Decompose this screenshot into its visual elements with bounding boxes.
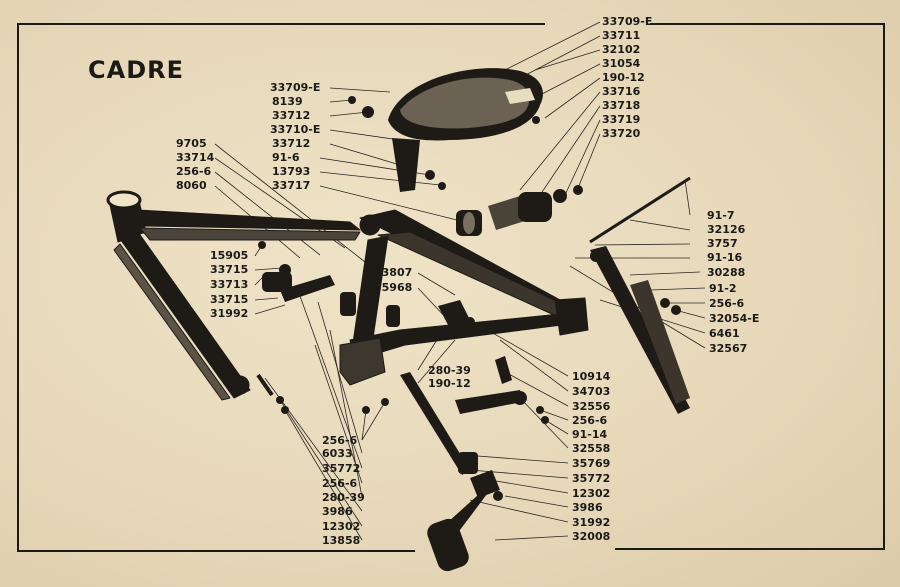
part-number: 32126 — [707, 223, 746, 236]
part-number: 31054 — [602, 57, 641, 70]
part-number: 31992 — [572, 516, 611, 529]
part-number: 256-6 — [176, 165, 212, 178]
part-number: 91-7 — [707, 209, 735, 222]
part-number: 34703 — [572, 385, 611, 398]
part-number: 33711 — [602, 29, 641, 42]
part-number: 33718 — [602, 99, 641, 112]
part-number: 256-6 — [572, 414, 608, 427]
saddle — [388, 68, 543, 192]
part-number: 33709-E — [602, 15, 653, 28]
part-number: 256-6 — [322, 477, 358, 490]
part-number: 33720 — [602, 127, 641, 140]
part-number: 280-39 — [428, 364, 471, 377]
part-number: 32008 — [572, 530, 611, 543]
part-number: 3986 — [572, 501, 603, 514]
leader-lines — [214, 21, 706, 541]
part-number: 32102 — [602, 43, 641, 56]
part-number: 33714 — [176, 151, 215, 164]
part-number: 33717 — [272, 179, 311, 192]
part-number: 33710-E — [270, 123, 321, 136]
part-number: 33716 — [602, 85, 641, 98]
part-number: 35769 — [572, 457, 611, 470]
part-number: 190-12 — [428, 377, 471, 390]
part-number: 8139 — [272, 95, 303, 108]
part-number: 9705 — [176, 137, 207, 150]
part-number: 32558 — [572, 442, 611, 455]
part-number: 91-2 — [709, 282, 737, 295]
part-number: 8060 — [176, 179, 207, 192]
part-number: 35772 — [322, 462, 361, 475]
page-border — [17, 23, 885, 552]
part-number: 32556 — [572, 400, 611, 413]
part-number: 13858 — [322, 534, 361, 547]
part-number: 6461 — [709, 327, 740, 340]
part-number: 31992 — [210, 307, 249, 320]
kickstart-lever — [400, 372, 527, 572]
part-number: 256-6 — [322, 434, 358, 447]
part-number: 33712 — [272, 137, 311, 150]
page-title: CADRE — [88, 56, 184, 84]
part-number: 35772 — [572, 472, 611, 485]
part-number: 12302 — [322, 520, 361, 533]
part-number: 190-12 — [602, 71, 645, 84]
part-number: 30288 — [707, 266, 746, 279]
part-number: 3986 — [322, 505, 353, 518]
part-number: 91-6 — [272, 151, 300, 164]
part-number: 33709-E — [270, 81, 321, 94]
part-number: 33715 — [210, 263, 249, 276]
part-number: 33719 — [602, 113, 641, 126]
part-number: 6033 — [322, 447, 353, 460]
hardware-parts — [256, 96, 681, 424]
part-number: 91-16 — [707, 251, 743, 264]
brake-pedal — [438, 300, 512, 384]
part-number: 32054-E — [709, 312, 760, 325]
seat-post-parts — [456, 116, 583, 236]
part-number: 13793 — [272, 165, 311, 178]
part-number: 33807 — [374, 266, 413, 279]
part-number: 35968 — [374, 281, 413, 294]
part-number: 3757 — [707, 237, 738, 250]
part-number: 12302 — [572, 487, 611, 500]
part-number: 33712 — [272, 109, 311, 122]
part-number: 15905 — [210, 249, 249, 262]
side-stand — [589, 176, 691, 414]
part-number: 91-14 — [572, 428, 608, 441]
part-number: 33715 — [210, 293, 249, 306]
frame-body — [106, 190, 589, 401]
part-number: 32567 — [709, 342, 748, 355]
part-number: 10914 — [572, 370, 611, 383]
part-number: 33713 — [210, 278, 249, 291]
part-number: 280-39 — [322, 491, 365, 504]
part-number: 256-6 — [709, 297, 745, 310]
